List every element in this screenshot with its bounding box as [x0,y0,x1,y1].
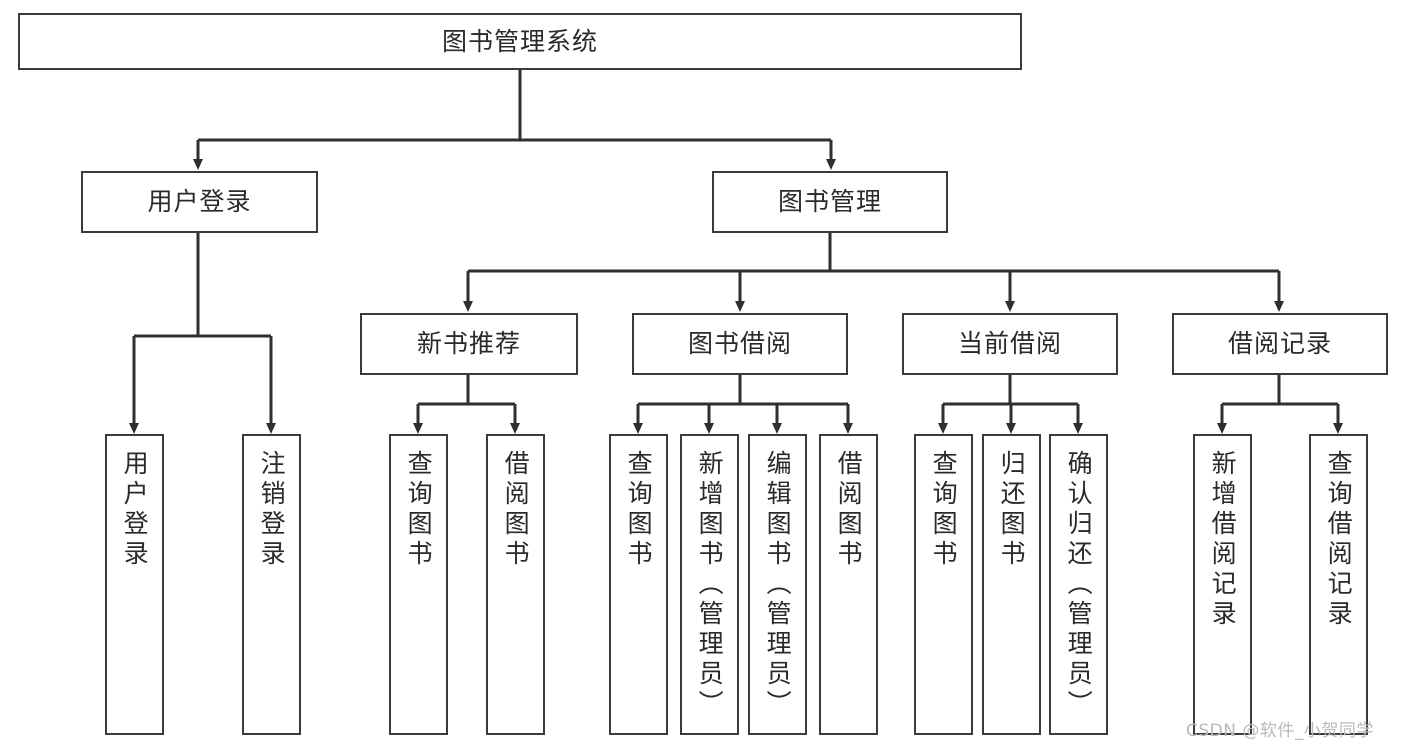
leaf-logout-login[interactable]: 注销登录 [242,434,301,735]
node-label: 查询图书 [404,450,434,570]
node-label: 新增图书（管理员） [695,450,725,720]
leaf-return-book[interactable]: 归还图书 [982,434,1041,735]
watermark-text: CSDN @软件_小贺同学 [1186,721,1374,741]
node-borrow-record[interactable]: 借阅记录 [1172,313,1388,375]
node-label: 借阅记录 [1227,329,1332,359]
node-label: 编辑图书（管理员） [763,450,793,720]
leaf-edit-book[interactable]: 编辑图书（管理员） [748,434,807,735]
node-label: 查询图书 [929,450,959,570]
node-book-management[interactable]: 图书管理 [712,171,948,233]
node-current-borrow[interactable]: 当前借阅 [902,313,1118,375]
node-label: 新书推荐 [416,329,521,359]
node-root-system[interactable]: 图书管理系统 [18,13,1022,70]
leaf-query-book-current[interactable]: 查询图书 [914,434,973,735]
leaf-borrow-book-recommend[interactable]: 借阅图书 [486,434,545,735]
node-label: 图书借阅 [687,329,792,359]
node-label: 借阅图书 [834,450,864,570]
node-label: 确认归还（管理员） [1064,450,1094,720]
node-book-borrow[interactable]: 图书借阅 [632,313,848,375]
leaf-confirm-return[interactable]: 确认归还（管理员） [1049,434,1108,735]
node-user-login[interactable]: 用户登录 [81,171,318,233]
node-new-book-recommend[interactable]: 新书推荐 [360,313,578,375]
leaf-query-book-borrow[interactable]: 查询图书 [609,434,668,735]
node-label: 图书管理系统 [441,26,598,56]
leaf-borrow-book[interactable]: 借阅图书 [819,434,878,735]
leaf-query-borrow-record[interactable]: 查询借阅记录 [1309,434,1368,735]
leaf-user-login[interactable]: 用户登录 [105,434,164,735]
node-label: 借阅图书 [501,450,531,570]
leaf-add-book[interactable]: 新增图书（管理员） [680,434,739,735]
node-label: 图书管理 [777,187,882,217]
node-label: 用户登录 [147,187,252,217]
node-label: 当前借阅 [957,329,1062,359]
node-label: 用户登录 [120,450,150,570]
leaf-add-borrow-record[interactable]: 新增借阅记录 [1193,434,1252,735]
leaf-query-book-recommend[interactable]: 查询图书 [389,434,448,735]
node-label: 注销登录 [257,450,287,570]
node-label: 新增借阅记录 [1208,450,1238,630]
node-label: 查询图书 [624,450,654,570]
node-label: 归还图书 [997,450,1027,570]
node-label: 查询借阅记录 [1324,450,1354,630]
